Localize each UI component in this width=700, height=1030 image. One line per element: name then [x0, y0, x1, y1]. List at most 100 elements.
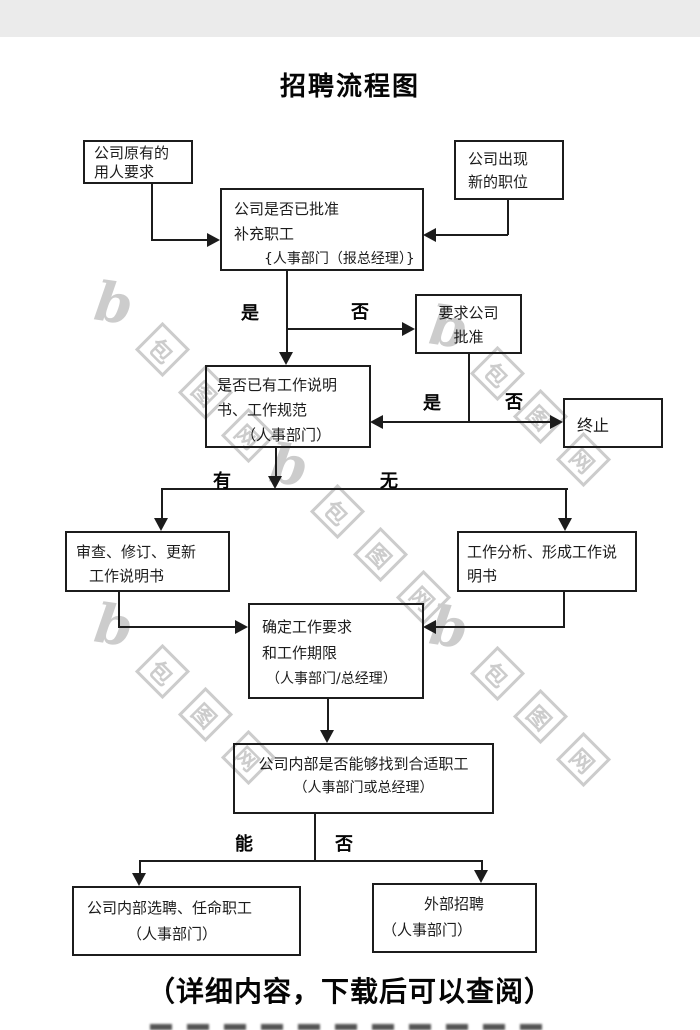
- watermark-char: 包: [143, 656, 178, 691]
- watermark-diamond: 包: [134, 321, 191, 378]
- label-no-1: 否: [351, 302, 369, 323]
- arrowhead-down-icon: [279, 352, 293, 365]
- arrowhead-right-icon: [207, 233, 220, 247]
- watermark-diamond: 图: [352, 526, 409, 583]
- watermark-diamond: 包: [309, 483, 366, 540]
- connector-vline: [275, 447, 277, 478]
- connector-vline: [151, 183, 153, 240]
- watermark-diamond: 包: [469, 645, 526, 702]
- arrowhead-left-icon: [370, 415, 383, 429]
- connector-hline: [151, 239, 209, 241]
- node-terminate: 终止: [563, 398, 663, 448]
- connector-vline: [481, 860, 483, 871]
- node-new-position: 公司出现 新的职位: [454, 140, 564, 200]
- watermark-char: 图: [361, 539, 396, 574]
- node-external-hire: 外部招聘 （人事部门）: [372, 883, 537, 953]
- connector-hline: [139, 860, 483, 862]
- cropped-text-artifact: [150, 1024, 556, 1030]
- arrowhead-down-icon: [268, 476, 282, 489]
- connector-hline: [434, 234, 508, 236]
- label-can: 能: [235, 834, 253, 855]
- baotu-logo-icon: b: [90, 268, 138, 338]
- text-line: 公司出现: [468, 150, 529, 168]
- text-line: （人事部门）: [382, 921, 473, 939]
- arrowhead-down-icon: [132, 873, 146, 886]
- text-line: 和工作期限: [262, 644, 338, 662]
- text-line: 要求公司: [438, 304, 499, 322]
- text-line: （人事部门）: [241, 426, 332, 444]
- node-internal-check: 公司内部是否能够找到合适职工 （人事部门或总经理）: [233, 743, 494, 814]
- arrowhead-right-icon: [235, 620, 248, 634]
- text-line: （人事部门/总经理）: [266, 671, 397, 687]
- arrowhead-left-icon: [423, 620, 436, 634]
- connector-hline: [118, 626, 236, 628]
- text-line: 新的职位: [468, 173, 529, 191]
- watermark-diamond: 图: [177, 686, 234, 743]
- connector-vline: [118, 591, 120, 628]
- node-define-requirements: 确定工作要求 和工作期限 （人事部门/总经理）: [248, 603, 424, 699]
- watermark-diamond: 图: [512, 688, 569, 745]
- baotu-logo-icon: b: [90, 590, 138, 660]
- arrowhead-right-icon: [550, 415, 563, 429]
- connector-vline: [565, 488, 567, 519]
- arrowhead-right-icon: [402, 322, 415, 336]
- arrowhead-down-icon: [474, 870, 488, 883]
- footer-caption: （详细内容，下载后可以查阅）: [146, 975, 553, 1008]
- connector-vline: [507, 199, 509, 235]
- watermark-diamond: 网: [555, 731, 612, 788]
- arrowhead-left-icon: [423, 228, 436, 242]
- watermark-char: 图: [521, 701, 556, 736]
- arrowhead-down-icon: [320, 730, 334, 743]
- label-cannot: 否: [335, 834, 353, 855]
- watermark-char: 包: [318, 496, 353, 531]
- connector-vline: [563, 591, 565, 628]
- text-line: 终止: [577, 416, 610, 435]
- label-none: 无: [380, 471, 398, 492]
- label-have: 有: [213, 471, 231, 492]
- connector-vline: [327, 698, 329, 732]
- text-line: 公司内部是否能够找到合适职工: [258, 755, 469, 773]
- arrowhead-down-icon: [154, 518, 168, 531]
- text-line: 用人要求: [94, 163, 155, 181]
- connector-hline: [287, 328, 404, 330]
- label-yes-1: 是: [241, 303, 259, 324]
- node-approval-check: 公司是否已批准 补充职工 {人事部门（报总经理）}: [220, 188, 424, 271]
- watermark-char: 包: [478, 658, 513, 693]
- text-line: {人事部门（报总经理）}: [264, 251, 415, 267]
- node-origin-demand: 公司原有的 用人要求: [83, 140, 193, 184]
- node-internal-hire: 公司内部选聘、任命职工 （人事部门）: [72, 886, 301, 956]
- watermark-char: 包: [143, 334, 178, 369]
- page-title: 招聘流程图: [279, 72, 420, 102]
- text-line: 工作分析、形成工作说: [467, 543, 618, 561]
- top-gray-band: [0, 0, 700, 37]
- connector-hline: [161, 488, 568, 490]
- node-job-analysis: 工作分析、形成工作说 明书: [457, 531, 637, 592]
- watermark-char: 图: [186, 699, 221, 734]
- text-line: 确定工作要求: [262, 618, 353, 636]
- text-line: （人事部门或总经理）: [293, 780, 434, 796]
- connector-hline: [382, 421, 552, 423]
- text-line: 是否已有工作说明: [217, 376, 338, 394]
- text-line: 公司是否已批准: [234, 200, 340, 218]
- connector-vline: [161, 488, 163, 519]
- label-yes-2: 是: [423, 393, 441, 414]
- node-review-update: 审查、修订、更新 工作说明书: [65, 531, 230, 592]
- text-line: 公司原有的: [94, 144, 170, 162]
- text-line: 审查、修订、更新: [76, 543, 197, 561]
- text-line: （人事部门）: [127, 925, 218, 943]
- connector-vline: [286, 269, 288, 353]
- text-line: 批准: [453, 328, 484, 346]
- text-line: 公司内部选聘、任命职工: [87, 899, 253, 917]
- text-line: 明书: [467, 567, 498, 585]
- watermark-char: 网: [564, 744, 599, 779]
- text-line: 外部招聘: [424, 895, 485, 913]
- text-line: 工作说明书: [89, 567, 165, 585]
- node-jobdoc-check: 是否已有工作说明 书、工作规范 （人事部门）: [205, 365, 371, 448]
- watermark-diamond: 包: [134, 643, 191, 700]
- node-require-approval: 要求公司 批准: [415, 294, 522, 354]
- connector-vline: [314, 813, 316, 862]
- connector-hline: [436, 626, 565, 628]
- connector-vline: [468, 352, 470, 422]
- label-no-2: 否: [505, 392, 523, 413]
